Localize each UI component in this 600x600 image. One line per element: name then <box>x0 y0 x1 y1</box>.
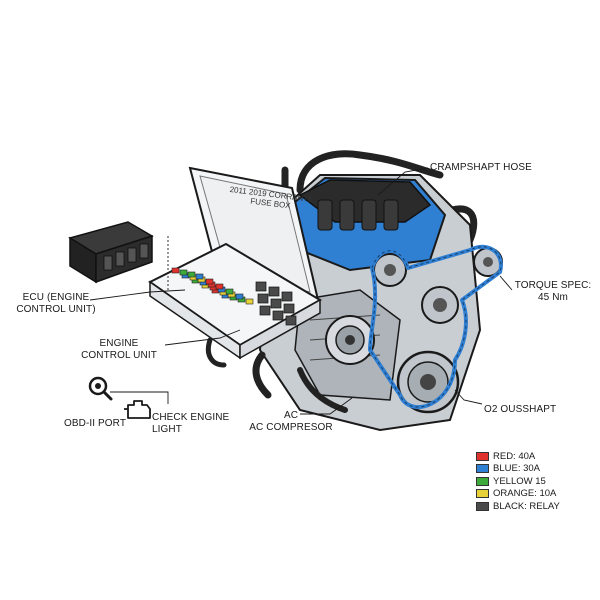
fuse <box>215 283 224 290</box>
fuse-grid <box>171 267 297 326</box>
fuse <box>225 288 234 295</box>
fuse <box>235 293 244 300</box>
legend-swatch <box>476 489 489 498</box>
fuse <box>179 269 188 276</box>
legend-item: YELLOW 15 <box>476 475 596 487</box>
legend-label: BLUE: 30A <box>493 463 540 474</box>
legend-item: RED: 40A <box>476 450 596 462</box>
relay <box>285 315 297 326</box>
fuse <box>205 278 214 285</box>
relay <box>259 305 271 316</box>
legend-swatch <box>476 501 489 511</box>
relay <box>281 291 293 302</box>
ecu-module <box>68 221 154 284</box>
ecu-label: ECU (ENGINE CONTROL UNIT) <box>16 292 96 315</box>
o2-sensor-label: O2 OUSSHAPT <box>484 404 557 415</box>
ac-compressor-label: AC AC COMPRESOR <box>249 410 333 433</box>
legend-label: YELLOW 15 <box>493 475 546 487</box>
legend-label: BLACK: RELAY <box>493 500 560 512</box>
engine-warning-icon <box>124 400 151 419</box>
relay <box>257 293 269 304</box>
relay <box>283 303 295 314</box>
magnifier-icon <box>88 376 113 401</box>
obd-port-label: OBD-II PORT <box>64 418 127 429</box>
leader-lines <box>89 167 513 415</box>
fuse <box>245 298 254 305</box>
relay <box>255 281 267 292</box>
legend-swatch <box>476 451 489 461</box>
engine-control-unit-label: ENGINE CONTROL UNIT <box>81 338 157 361</box>
legend-item: ORANGE: 10A <box>476 488 596 500</box>
legend-label: ORANGE: 10A <box>493 488 557 499</box>
fuse <box>195 273 204 280</box>
check-engine-label: CHECK ENGINE LIGHT <box>152 412 230 435</box>
legend-label: RED: 40A <box>493 450 536 462</box>
fuse <box>171 267 180 274</box>
relay <box>268 286 280 297</box>
relay <box>270 298 282 309</box>
fuse-box <box>148 166 322 368</box>
legend-item: BLACK: RELAY <box>476 500 596 512</box>
torque-spec-label: TORQUE SPEC: 45 Nm <box>514 280 592 303</box>
fuse <box>187 271 196 278</box>
relay <box>272 310 284 321</box>
legend-swatch <box>476 464 489 473</box>
legend-swatch <box>476 476 489 486</box>
crankshaft-hose-label: CRAMPSHAPT HOSE <box>430 162 532 173</box>
legend-item: BLUE: 30A <box>476 463 596 475</box>
